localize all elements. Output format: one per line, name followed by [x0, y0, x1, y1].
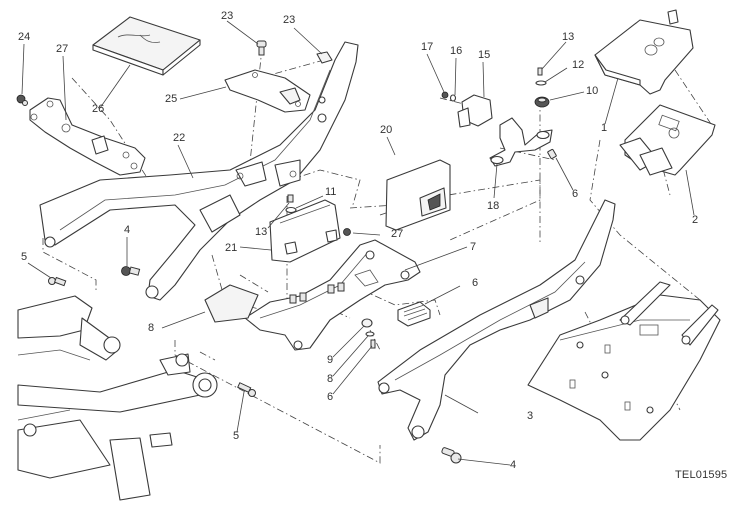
callout-6-lower: 6 [327, 391, 334, 403]
callout-4-upper: 4 [124, 224, 131, 236]
callout-1: 1 [601, 122, 608, 134]
electrical-tray-part-10 [244, 239, 421, 351]
grommet-part-8 [361, 318, 373, 328]
callout-14-right: 13 [562, 31, 575, 43]
bracket-part-24 [224, 69, 311, 113]
main-frame [17, 295, 218, 501]
rubber-mount-part-12 [534, 96, 550, 108]
drawing-code: TEL01595 [675, 469, 728, 481]
callout-10: 7 [470, 241, 477, 253]
callout-9: 6 [472, 277, 479, 289]
seat-lock-part-15 [457, 94, 493, 128]
callout-2: 2 [692, 214, 699, 226]
callout-4-lower: 4 [510, 459, 517, 471]
callout-16: 16 [450, 45, 463, 57]
callout-26: 27 [56, 43, 69, 55]
ecu-unit-part-2 [619, 104, 716, 176]
callout-12: 10 [586, 85, 599, 97]
callout-24: 25 [165, 93, 178, 105]
rubber-pad-part-9 [397, 301, 431, 327]
callout-5-upper: 5 [21, 251, 28, 263]
callout-6-upper: 6 [572, 188, 579, 200]
bolt-part-5-lower [237, 382, 256, 397]
callout-21: 22 [173, 132, 186, 144]
callout-19: 20 [380, 124, 393, 136]
washer-part-16 [449, 94, 457, 102]
callout-23-upper: 23 [221, 10, 234, 22]
nut-part-23 [16, 94, 28, 106]
rear-subframe-right-part-3 [377, 199, 616, 441]
rear-subframe-left-part-21 [39, 41, 359, 301]
washer-part-13-right [535, 80, 547, 86]
callout-7: 8 [327, 373, 334, 385]
callout-3: 3 [527, 410, 534, 422]
callout-11: 8 [148, 322, 155, 334]
screw-part-14-mid [287, 194, 294, 203]
callout-8: 9 [327, 354, 334, 366]
leader-lines [21, 20, 695, 466]
callout-18: 18 [487, 200, 500, 212]
callout-5-lower: 5 [233, 430, 240, 442]
screw-part-23 [256, 40, 267, 56]
washer-part-7 [365, 331, 375, 337]
license-plate-holder [527, 281, 721, 441]
module-box-part-20 [269, 199, 341, 263]
heat-shield-part-11 [204, 284, 259, 323]
bolt-part-5-upper [48, 276, 67, 287]
bolt-part-4-lower [441, 447, 462, 464]
clip-nut-part-22 [316, 51, 333, 64]
owner-manual-part-25 [92, 16, 201, 76]
screw-part-6-lower [370, 339, 376, 349]
callout-20: 21 [225, 242, 238, 254]
screw-part-6-upper [547, 148, 557, 160]
bolt-part-4-upper [121, 266, 141, 276]
screw-part-14-right [537, 67, 543, 76]
battery-cover-part-19 [385, 159, 451, 231]
ecu-cover-part-1 [594, 9, 694, 95]
support-bracket-part-26 [29, 97, 146, 176]
callout-25: 26 [92, 103, 105, 115]
callout-22: 23 [283, 14, 296, 26]
callout-13-mid: 11 [325, 186, 337, 198]
lock-bracket-part-18 [489, 117, 553, 167]
washer-part-13-mid [285, 206, 297, 214]
callout-14-mid: 13 [255, 226, 268, 238]
callout-23-left: 24 [18, 31, 31, 43]
callout-15: 15 [478, 49, 491, 61]
callout-27: 27 [391, 228, 404, 240]
callout-17: 17 [421, 41, 434, 53]
grommet-part-27 [343, 228, 351, 236]
nut-part-17 [441, 91, 449, 99]
callout-13-right: 12 [572, 59, 585, 71]
